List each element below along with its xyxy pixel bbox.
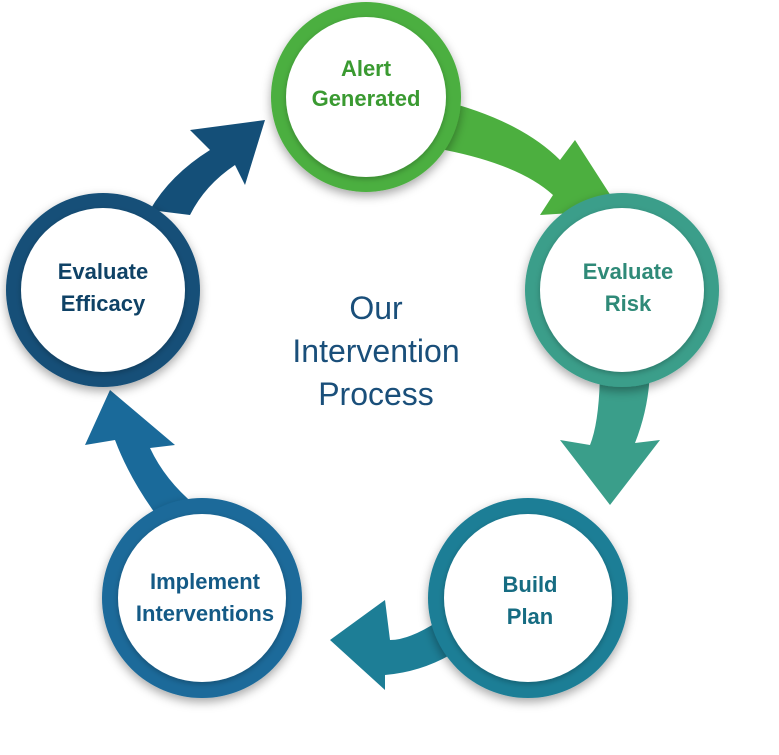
step-evaluate-efficacy: Evaluate Efficacy <box>6 193 200 387</box>
center-title: Our Intervention Process <box>292 290 459 412</box>
arrow-alert-to-risk <box>440 100 620 215</box>
step-label-line1: Evaluate <box>58 259 149 284</box>
step-label-line2: Generated <box>312 86 421 111</box>
step-label-line1: Build <box>503 572 558 597</box>
step-label-line1: Alert <box>341 56 392 81</box>
title-line3: Process <box>318 376 434 412</box>
step-label-line2: Risk <box>605 291 652 316</box>
step-alert-generated: Alert Generated <box>271 2 461 192</box>
arrow-plan-to-implement <box>330 600 450 690</box>
step-label-line1: Evaluate <box>583 259 674 284</box>
step-label-line1: Implement <box>150 569 261 594</box>
cycle-arrows <box>85 100 660 690</box>
title-line2: Intervention <box>292 333 459 369</box>
step-build-plan: Build Plan <box>428 498 628 698</box>
step-evaluate-risk: Evaluate Risk <box>525 193 719 387</box>
arrow-efficacy-to-alert <box>150 120 265 215</box>
step-label-line2: Interventions <box>136 601 274 626</box>
arrow-implement-to-efficacy <box>85 390 195 520</box>
title-line1: Our <box>349 290 403 326</box>
arrow-risk-to-plan <box>560 365 660 505</box>
step-label-line2: Plan <box>507 604 553 629</box>
step-implement-interventions: Implement Interventions <box>102 498 302 698</box>
step-label-line2: Efficacy <box>61 291 146 316</box>
